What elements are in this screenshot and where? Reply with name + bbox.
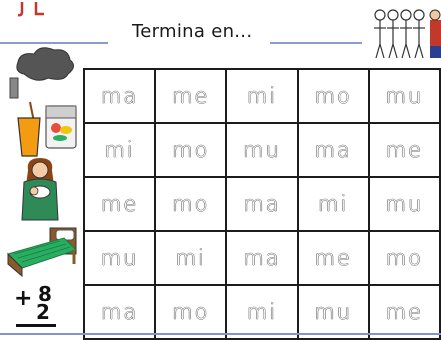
grid-cell: mi bbox=[225, 68, 299, 124]
syllable-text: mi bbox=[246, 300, 278, 324]
factory-smoke-icon bbox=[9, 47, 74, 99]
grid-cell: me bbox=[82, 176, 157, 232]
syllable-text: mu bbox=[243, 138, 281, 162]
grid-row: mu mi ma me mo bbox=[82, 230, 441, 286]
bottom-rule bbox=[0, 333, 441, 335]
syllable-text: mo bbox=[172, 138, 210, 162]
syllable-text: ma bbox=[100, 84, 139, 108]
grid-row: ma me mi mo mu bbox=[82, 68, 441, 124]
grid-cell: ma bbox=[225, 176, 299, 232]
math-addition-icon: + 8 2 bbox=[14, 282, 60, 332]
grid-cell: mo bbox=[296, 68, 370, 124]
header-rule-right bbox=[270, 42, 362, 44]
juice-and-lunchbox-icon bbox=[17, 101, 77, 157]
grid-cell: mi bbox=[82, 122, 157, 178]
grid-cell: mu bbox=[367, 176, 441, 232]
syllable-text: me bbox=[100, 192, 139, 216]
math-bottom-number: 2 bbox=[36, 300, 50, 324]
grid-cell: me bbox=[367, 284, 441, 340]
syllable-text: mu bbox=[385, 192, 424, 216]
mother-with-baby-icon bbox=[21, 158, 59, 221]
math-sum-line bbox=[16, 324, 56, 327]
syllable-text: mo bbox=[385, 246, 424, 270]
page-title: Termina en... bbox=[132, 21, 253, 42]
syllable-text: mo bbox=[172, 300, 210, 324]
syllable-text: mu bbox=[100, 246, 139, 270]
syllable-text: ma bbox=[243, 246, 281, 270]
grid-cell: mo bbox=[154, 122, 228, 178]
math-operator: + bbox=[14, 286, 33, 311]
syllable-text: mi bbox=[246, 84, 278, 108]
header-rule-left bbox=[0, 42, 108, 44]
syllable-text: mo bbox=[314, 84, 352, 108]
cropped-letters-icon bbox=[17, 2, 44, 17]
grid-cell: ma bbox=[82, 284, 157, 340]
syllable-text: mu bbox=[385, 84, 424, 108]
grid-cell: mu bbox=[367, 68, 441, 124]
syllable-text: me bbox=[172, 84, 210, 108]
syllable-text: me bbox=[385, 300, 424, 324]
grid-cell: mu bbox=[82, 230, 157, 286]
grid-cell: mu bbox=[225, 122, 299, 178]
syllable-text: mi bbox=[318, 192, 349, 216]
syllable-text: ma bbox=[100, 300, 139, 324]
grid-row: mi mo mu ma me bbox=[82, 122, 441, 178]
grid-cell: mi bbox=[154, 230, 228, 286]
grid-cell: me bbox=[154, 68, 228, 124]
syllable-text: me bbox=[314, 246, 352, 270]
grid-cell: mo bbox=[154, 176, 228, 232]
syllable-text: ma bbox=[243, 192, 281, 216]
grid-cell: mi bbox=[225, 284, 299, 340]
bed-icon bbox=[7, 227, 77, 278]
grid-cell: mo bbox=[154, 284, 228, 340]
grid-cell: mu bbox=[296, 284, 370, 340]
grid-row: ma mo mi mu me bbox=[82, 284, 441, 340]
grid-cell: ma bbox=[296, 122, 370, 178]
people-group-icon bbox=[374, 9, 441, 59]
grid-cell: mo bbox=[367, 230, 441, 286]
syllable-grid: ma me mi mo mu mi mo mu ma me me mo ma mi mu mu mi ma me mo… bbox=[82, 68, 441, 340]
syllable-text: mi bbox=[104, 138, 135, 162]
syllable-text: mi bbox=[175, 246, 206, 270]
syllable-text: ma bbox=[314, 138, 352, 162]
grid-cell: ma bbox=[82, 68, 157, 124]
grid-cell: mi bbox=[296, 176, 370, 232]
math-top-number: 8 bbox=[38, 282, 52, 306]
grid-cell: me bbox=[367, 122, 441, 178]
grid-row: me mo ma mi mu bbox=[82, 176, 441, 232]
syllable-text: me bbox=[385, 138, 424, 162]
grid-cell: me bbox=[296, 230, 370, 286]
syllable-text: mu bbox=[314, 300, 353, 324]
syllable-text: mo bbox=[172, 192, 210, 216]
grid-cell: ma bbox=[225, 230, 299, 286]
